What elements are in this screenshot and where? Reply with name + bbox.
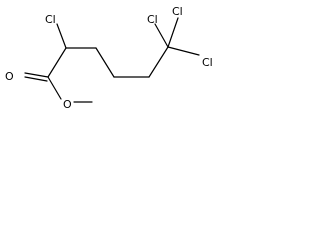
bond-delta-ccl3 bbox=[148, 46, 169, 78]
bond-carbonyl-o-double-a bbox=[24, 72, 49, 78]
bond-beta-gamma bbox=[95, 47, 115, 78]
ester-oxygen-label: O bbox=[63, 98, 72, 111]
bond-alpha-carbonyl bbox=[47, 47, 67, 78]
bond-alpha-cl bbox=[56, 23, 67, 49]
atom-labels: Cl Cl Cl Cl O O bbox=[5, 5, 213, 111]
carbonyl-oxygen-label: O bbox=[5, 70, 14, 83]
bond-ccl3-cl3 bbox=[167, 46, 200, 56]
bond-carbonyl-ester-o bbox=[47, 76, 62, 100]
bond-ccl3-cl1 bbox=[154, 23, 169, 48]
chlorine-alpha-label: Cl bbox=[45, 13, 56, 26]
bond-ccl3-cl2 bbox=[167, 17, 179, 48]
structure-diagram: Cl Cl Cl Cl O O bbox=[5, 5, 213, 111]
bond-carbonyl-o-double-b bbox=[24, 76, 48, 82]
bond-lines bbox=[24, 17, 200, 103]
chlorine-3-label: Cl bbox=[202, 56, 213, 69]
chlorine-2-label: Cl bbox=[172, 5, 183, 18]
chlorine-1-label: Cl bbox=[147, 13, 158, 26]
